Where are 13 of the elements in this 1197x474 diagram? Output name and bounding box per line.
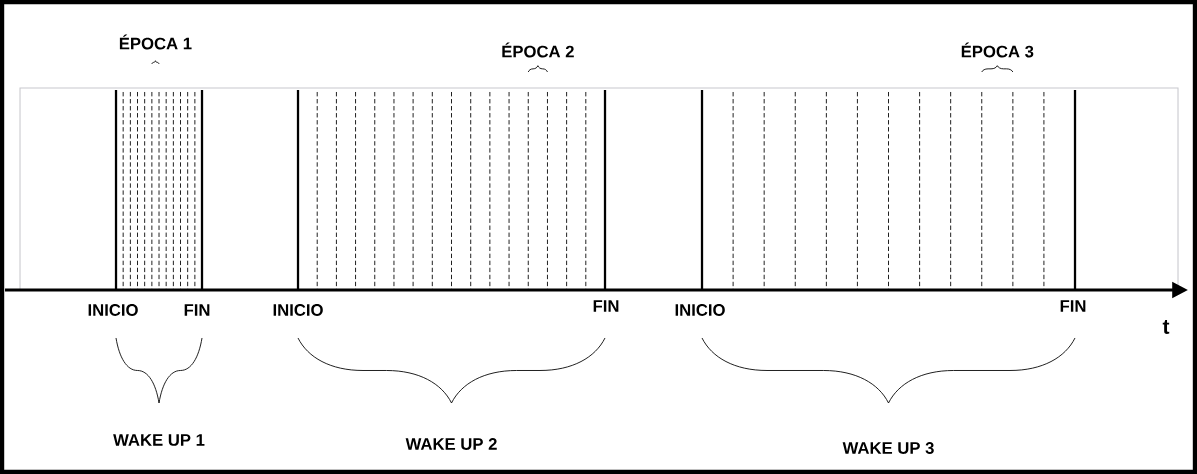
start-label: INICIO (273, 304, 323, 316)
epoch-label: ÉPOCA 2 (502, 42, 574, 58)
end-label: FIN (593, 300, 619, 312)
wake-up-label: WAKE UP 3 (842, 442, 934, 454)
epoch-label: ÉPOCA 3 (961, 42, 1034, 58)
start-label: INICIO (675, 304, 725, 316)
epoch-label: ÉPOCA 1 (119, 34, 192, 50)
end-label: FIN (1060, 300, 1086, 312)
wake-up-label: WAKE UP 1 (113, 434, 205, 446)
start-label: INICIO (88, 304, 138, 316)
end-label: FIN (184, 304, 210, 316)
time-label: t (1162, 320, 1170, 334)
wake-up-label: WAKE UP 2 (405, 438, 497, 450)
